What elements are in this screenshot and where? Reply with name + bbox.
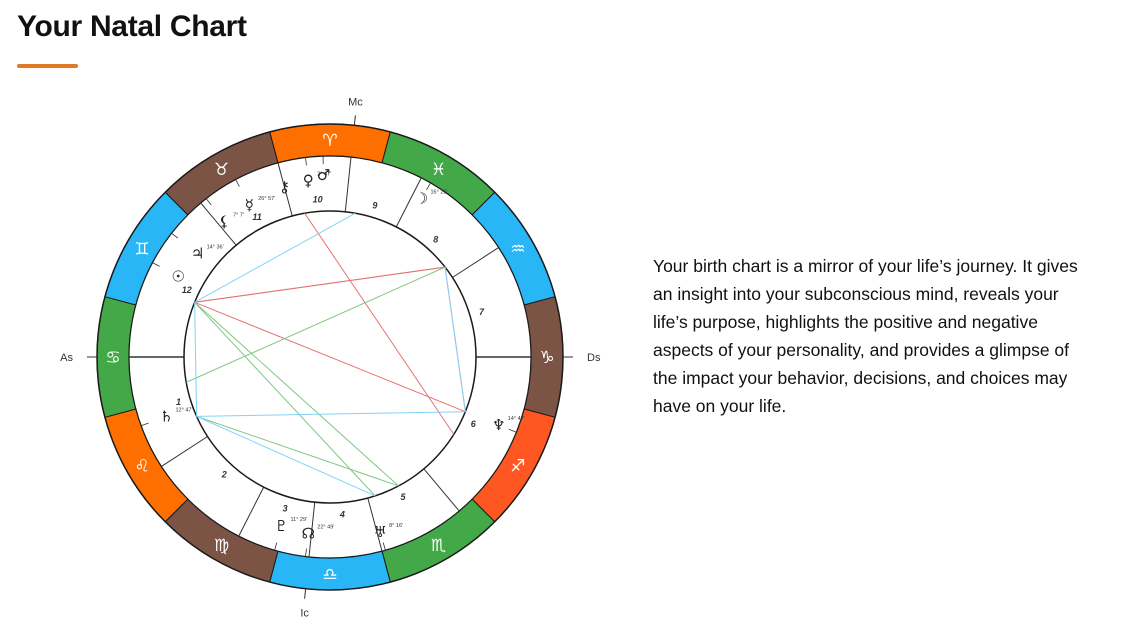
chiron-glyph: ⚷ (279, 178, 290, 196)
zodiac-glyph-gemini: ♊ (134, 240, 149, 260)
aspect-line (194, 302, 198, 417)
house-cusp-5 (367, 497, 383, 552)
chart-description: Your birth chart is a mirror of your lif… (653, 256, 1078, 416)
house-cusp-4 (308, 502, 316, 557)
house-number: 7 (479, 307, 485, 317)
pluto-glyph: ♇ (275, 517, 288, 535)
house-cusp-10 (344, 157, 352, 212)
mercury-glyph: ☿ (245, 196, 254, 214)
planet-uranus: ♅8° 16' (373, 523, 403, 551)
moon-glyph: ☽ (415, 190, 428, 208)
zodiac-glyph-libra: ♎ (322, 565, 337, 585)
aspect-line (186, 266, 446, 383)
zodiac-glyph-leo: ♌ (134, 457, 149, 477)
zodiac-glyph-virgo: ♍ (214, 536, 229, 556)
house-cusp-8 (452, 247, 499, 278)
jupiter-degree: 14° 36' (207, 245, 224, 251)
north-node-glyph: ☊ (302, 525, 315, 543)
house-number: 10 (313, 194, 323, 204)
axis-label-imum_coeli: Ic (300, 608, 309, 620)
lilith-glyph: ⚸ (219, 212, 230, 230)
venus-glyph: ♀ (303, 171, 314, 189)
saturn-degree: 12° 47' (175, 408, 192, 414)
aspect-line (194, 212, 356, 303)
aspect-lines (186, 212, 466, 497)
planet-moon: ☽16° 25' (415, 182, 448, 208)
planet-saturn: ♄12° 47' (140, 408, 193, 427)
zodiac-glyph-aries: ♈ (322, 131, 337, 151)
pluto-degree: 11° 29' (290, 517, 307, 523)
aspect-line (194, 266, 446, 303)
zodiac-glyph-aquarius: ♒ (510, 240, 525, 260)
aspect-line (196, 411, 466, 417)
aspect-line (194, 301, 399, 487)
aspect-line (304, 212, 455, 435)
axis-label-ascendant: As (60, 352, 73, 364)
zodiac-glyph-cancer: ♋ (105, 348, 120, 368)
house-number: 1 (176, 397, 181, 407)
house-number: 9 (372, 201, 377, 211)
house-cusp-12 (200, 202, 237, 246)
zodiac-glyph-taurus: ♉ (214, 160, 229, 180)
house-number: 12 (182, 285, 192, 295)
uranus-glyph: ♅ (373, 523, 386, 541)
axis-label-descendant: Ds (587, 352, 601, 364)
house-number: 8 (433, 235, 438, 245)
uranus-degree: 8° 16' (389, 523, 403, 529)
mercury-degree: 26° 57' (258, 196, 275, 202)
title-underline (17, 64, 78, 68)
sun-glyph: ☉ (171, 267, 184, 285)
house-cusp-6 (423, 468, 460, 512)
aspect-line (194, 301, 376, 497)
venus-degree: 2° 47' (317, 171, 331, 177)
planet-mars: ♂ (317, 156, 330, 184)
house-number: 4 (339, 510, 345, 520)
house-number: 6 (471, 419, 477, 429)
planet-jupiter: ♃14° 36' (171, 232, 224, 263)
house-number: 2 (221, 469, 227, 479)
zodiac-glyph-scorpio: ♏ (431, 536, 446, 556)
house-cusp-3 (238, 486, 265, 537)
planet-north-node: ☊22° 49' (302, 525, 334, 557)
house-cusp-11 (277, 162, 293, 217)
north-node-degree: 22° 49' (317, 525, 334, 531)
mars-glyph: ♂ (317, 166, 330, 184)
planet-layer: ☽16° 25'♀2° 47'♂⚷☿26° 57'⚸7° 7'♃14° 36'☉… (140, 156, 525, 557)
aspect-line (196, 415, 399, 487)
page-title: Your Natal Chart (17, 10, 247, 43)
zodiac-glyph-pisces: ♓ (431, 160, 446, 180)
neptune-degree: 14° 47' (508, 416, 525, 422)
planet-neptune: ♆14° 47' (492, 416, 525, 434)
house-cusp-2 (161, 436, 208, 467)
aspect-line (444, 267, 466, 412)
house-number: 11 (252, 212, 261, 222)
house-number: 3 (283, 503, 288, 513)
planet-pluto: ♇11° 29' (274, 517, 307, 551)
lilith-degree: 7° 7' (233, 212, 244, 218)
planet-venus: ♀2° 47' (303, 157, 331, 189)
planet-mercury: ☿ 26° 57' (235, 179, 275, 214)
axis-label-midheaven: Mc (348, 96, 363, 108)
planet-chiron: ⚷ (277, 162, 290, 196)
house-cusp-9 (395, 177, 422, 228)
planet-lilith: ⚸7° 7' (205, 198, 244, 230)
moon-degree: 16° 25' (431, 190, 448, 196)
zodiac-glyph-sagittarius: ♐ (510, 457, 525, 477)
zodiac-glyph-capricorn: ♑ (539, 348, 554, 368)
planet-sun: ☉ (152, 262, 185, 285)
aspect-line (194, 301, 466, 413)
jupiter-glyph: ♃ (191, 245, 204, 263)
house-number: 5 (400, 492, 406, 502)
aspect-line (196, 415, 376, 497)
neptune-glyph: ♆ (492, 416, 505, 434)
saturn-glyph: ♄ (160, 408, 173, 426)
